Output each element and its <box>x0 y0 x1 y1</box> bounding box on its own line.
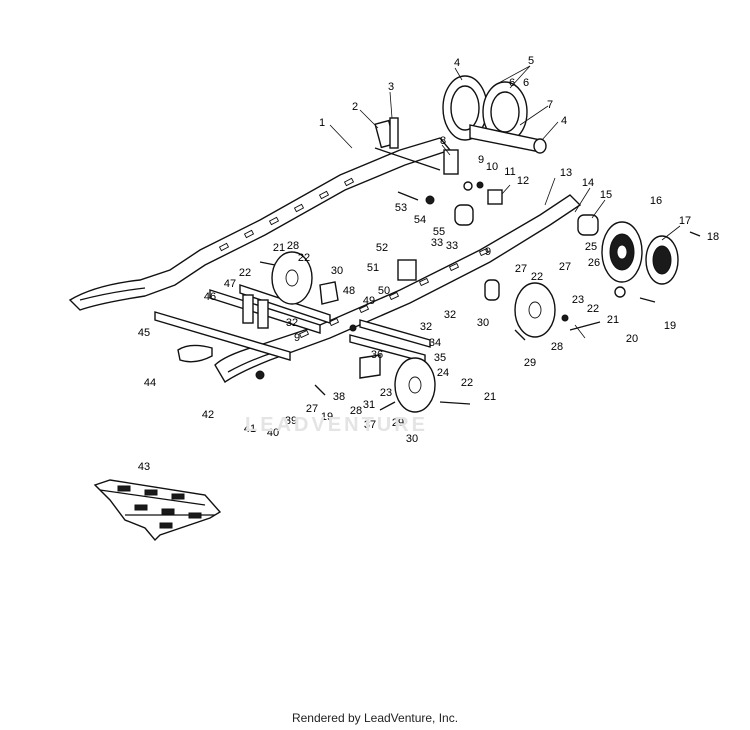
callout-label: 20 <box>626 333 638 345</box>
callout-label: 4 <box>561 115 567 127</box>
callout-label: 48 <box>343 285 355 297</box>
callout-label: 29 <box>524 357 536 369</box>
drive-axle-assembly <box>442 75 547 154</box>
callout-label: 15 <box>600 189 612 201</box>
callout-label: 23 <box>572 294 584 306</box>
callout-label: 53 <box>395 202 407 214</box>
callout-label: 45 <box>138 327 150 339</box>
callout-label: 30 <box>406 433 418 445</box>
callout-label: 11 <box>504 166 515 178</box>
callout-label: 13 <box>560 167 572 179</box>
callout-label: 44 <box>144 377 156 389</box>
callout-label: 22 <box>461 377 473 389</box>
callout-label: 28 <box>350 405 362 417</box>
callout-label: 52 <box>376 242 388 254</box>
callout-label: 41 <box>244 423 256 435</box>
callout-label: 21 <box>607 314 619 326</box>
callout-label: 19 <box>321 411 333 423</box>
callout-label: 21 <box>273 242 285 254</box>
callout-label: 2 <box>352 101 358 113</box>
callout-label: 39 <box>285 415 297 427</box>
callout-label: 40 <box>267 427 279 439</box>
callout-label: 24 <box>437 367 449 379</box>
callout-label: 35 <box>434 352 446 364</box>
skid-plate <box>93 479 222 542</box>
hardware <box>177 181 701 411</box>
callout-label: 23 <box>380 387 392 399</box>
watermark: LEADVENTURE <box>245 414 429 436</box>
callout-label: 49 <box>363 295 375 307</box>
callout-label: 6 <box>509 77 515 89</box>
callout-label: 36 <box>371 349 383 361</box>
callout-label: 21 <box>484 391 496 403</box>
callout-label: 27 <box>515 263 527 275</box>
leader-lines <box>329 65 681 339</box>
callout-label: 34 <box>429 337 441 349</box>
callout-label: 27 <box>559 261 571 273</box>
callout-label: 33 <box>446 240 458 252</box>
callout-label: 12 <box>517 175 529 187</box>
callout-label: 37 <box>364 419 376 431</box>
right-rail <box>214 194 582 383</box>
callout-label: 47 <box>224 278 236 290</box>
callout-label: 1 <box>319 117 325 129</box>
callout-label: 38 <box>333 391 345 403</box>
callout-label: 32 <box>286 317 298 329</box>
cross-shafts <box>154 284 431 363</box>
callout-label: 50 <box>378 285 390 297</box>
callout-label: 43 <box>138 461 150 473</box>
callout-label: 14 <box>582 177 594 189</box>
callout-label: 30 <box>477 317 489 329</box>
idler-wheels <box>271 251 556 413</box>
callout-label: 25 <box>585 241 597 253</box>
callout-label: 8 <box>440 135 446 147</box>
callout-label: 10 <box>486 161 498 173</box>
callout-label: 46 <box>204 291 216 303</box>
callout-label: 9 <box>478 154 484 166</box>
callout-label: 30 <box>331 265 343 277</box>
callout-label: 54 <box>414 214 426 226</box>
callout-label: 55 <box>433 226 445 238</box>
callout-label: 9 <box>485 246 491 258</box>
callout-label: 51 <box>367 262 379 274</box>
callout-label: 28 <box>551 341 563 353</box>
callout-label: 32 <box>444 309 456 321</box>
callout-label: 42 <box>202 409 214 421</box>
callout-label: 3 <box>388 81 394 93</box>
footer-credit: Rendered by LeadVenture, Inc. <box>291 711 459 725</box>
callout-label: 27 <box>306 403 318 415</box>
callout-label: 19 <box>664 320 676 332</box>
callout-label: 22 <box>531 271 543 283</box>
callout-labels: 1 2 3 4 4 5 6 6 7 8 9 10 11 12 13 14 15 … <box>138 55 719 473</box>
callout-label: 22 <box>239 267 251 279</box>
callout-label: 17 <box>679 215 691 227</box>
callout-label: 6 <box>523 77 529 89</box>
callout-label: 31 <box>363 399 375 411</box>
callout-label: 33 <box>431 237 443 249</box>
callout-label: 7 <box>547 99 553 111</box>
callout-label: 5 <box>528 55 534 67</box>
callout-label: 22 <box>587 303 599 315</box>
callout-label: 18 <box>707 231 719 243</box>
callout-label: 29 <box>392 417 404 429</box>
callout-label: 16 <box>650 195 662 207</box>
callout-label: 32 <box>420 321 432 333</box>
callout-label: 22 <box>298 252 310 264</box>
upper-brackets <box>374 117 459 175</box>
left-rail <box>68 137 452 311</box>
callout-label: 4 <box>454 57 460 69</box>
callout-label: 9 <box>294 332 300 344</box>
callout-label: 28 <box>287 240 299 252</box>
rear-idler-wheel <box>601 221 679 285</box>
callout-label: 26 <box>588 257 600 269</box>
